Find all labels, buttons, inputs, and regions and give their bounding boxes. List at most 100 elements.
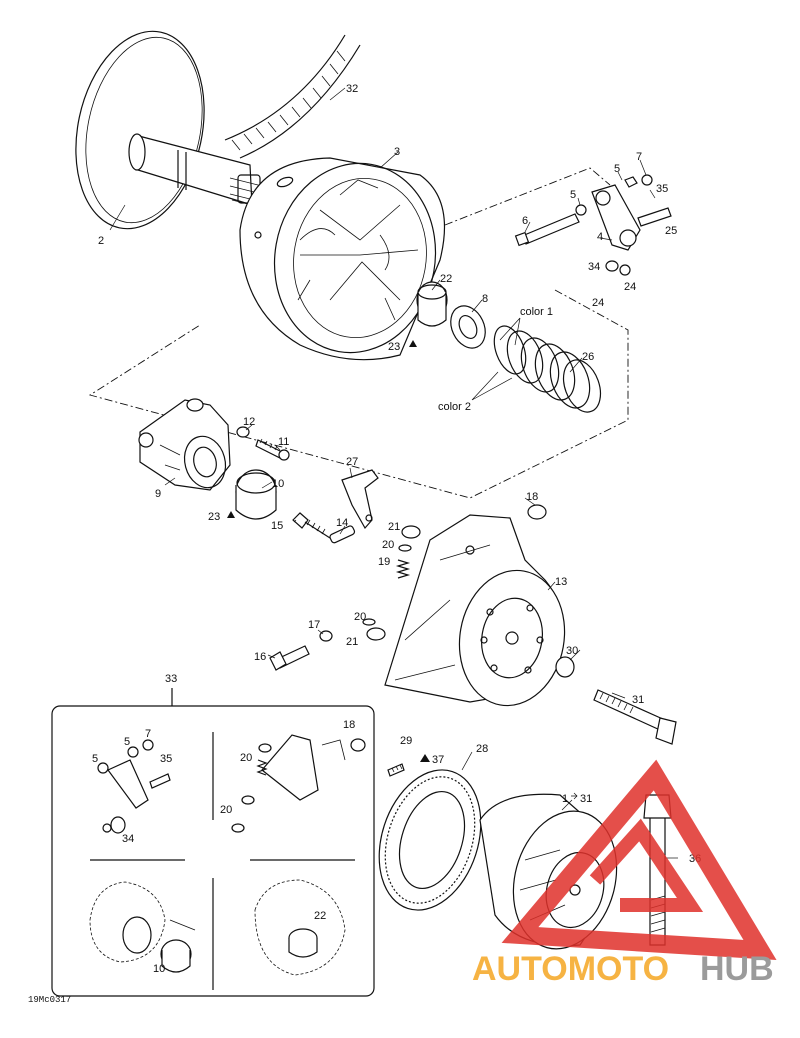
callout-13: 13 (555, 576, 567, 588)
washer-part-17 (319, 630, 333, 642)
callout-30: 30 (566, 645, 578, 657)
callout-14: 14 (336, 517, 348, 529)
callout-24b: 24 (624, 281, 636, 293)
callout-31a: 31 (632, 694, 644, 706)
callout-8: 8 (482, 293, 488, 305)
callout-labels: 2 32 3 5 7 5 35 6 4 25 34 24 24 22 8 23 … (28, 83, 701, 1005)
logo-word-automoto: AUTOMOTO (472, 950, 669, 988)
arrow-icon (571, 792, 578, 800)
callout-21b: 21 (346, 636, 358, 648)
boundary-line-mid (88, 289, 629, 499)
drawing-code: 19Mc0317 (28, 995, 71, 1005)
callout-29: 29 (400, 735, 412, 747)
callout-10a: 10 (272, 478, 284, 490)
washer-part-30 (555, 656, 575, 678)
washer-part-20-bottom (362, 618, 376, 626)
callout-2: 2 (98, 235, 104, 247)
callout-20a: 20 (382, 539, 394, 551)
callout-32: 32 (346, 83, 358, 95)
callout-33: 33 (165, 673, 177, 685)
roller-part-21-top (401, 525, 421, 539)
callout-7a: 7 (636, 151, 642, 163)
callout-34b: 34 (122, 833, 134, 845)
callout-27: 27 (346, 456, 358, 468)
callout-18a: 18 (526, 491, 538, 503)
leader-lines (109, 87, 678, 859)
logo-triangle-shape (501, 759, 777, 961)
pin-part-14 (329, 525, 356, 544)
washer-part-8 (450, 305, 486, 349)
logo-word-hub: HUB (700, 950, 774, 988)
callout-28: 28 (476, 743, 488, 755)
callout-37: 37 (432, 754, 444, 766)
callout-4: 4 (597, 231, 603, 243)
spring-part-19 (395, 559, 411, 579)
color-2-label: color 2 (438, 401, 471, 413)
callout-15: 15 (271, 520, 283, 532)
callout-5d: 5 (92, 753, 98, 765)
screw-part-11 (255, 438, 290, 461)
callout-17: 17 (308, 619, 320, 631)
callout-26: 26 (582, 351, 594, 363)
callout-24a: 24 (592, 297, 604, 309)
callout-3: 3 (394, 146, 400, 158)
drop-icon-23b (227, 511, 235, 518)
roller-part-21-bottom (366, 627, 386, 641)
fixed-half-part-13 (384, 514, 566, 707)
callout-16: 16 (254, 651, 266, 663)
leader-color1 (499, 317, 521, 346)
callout-23b: 23 (208, 511, 220, 523)
callout-20d: 20 (220, 804, 232, 816)
screw-part-15 (292, 512, 331, 539)
callout-12: 12 (243, 416, 255, 428)
callout-20c: 20 (240, 752, 252, 764)
callout-6: 6 (522, 215, 528, 227)
callout-1: 1 (562, 793, 568, 805)
sliding-sheave-part-3 (239, 157, 446, 361)
leader-color2 (471, 371, 513, 401)
drop-icon-23a (409, 340, 417, 347)
callout-22a: 22 (440, 273, 452, 285)
bushing-part-10 (235, 469, 277, 520)
boundary-line-upper (444, 167, 611, 226)
bolt-part-16 (269, 645, 310, 671)
callout-9: 9 (155, 488, 161, 500)
callout-34a: 34 (588, 261, 600, 273)
bolt-part-29 (387, 763, 405, 777)
inset-panel-33 (51, 688, 375, 997)
ring-gear-part-28 (378, 769, 482, 911)
callout-21a: 21 (388, 521, 400, 533)
callout-22b: 22 (314, 910, 326, 922)
color-1-label: color 1 (520, 306, 553, 318)
bolt-part-31 (593, 689, 677, 745)
callout-35b: 35 (160, 753, 172, 765)
callout-20b: 20 (354, 611, 366, 623)
nut-part-18 (527, 504, 547, 520)
roller-arm-assembly (514, 174, 672, 276)
callout-18b: 18 (343, 719, 355, 731)
callout-25: 25 (665, 225, 677, 237)
callout-35a: 35 (656, 183, 668, 195)
bushing-part-22 (416, 281, 448, 327)
callout-7b: 7 (145, 728, 151, 740)
callout-11: 11 (278, 436, 289, 448)
washer-part-12 (236, 426, 250, 438)
drive-belt-part-32 (224, 34, 361, 159)
governor-cup-part-9 (138, 398, 231, 491)
callout-5c: 5 (124, 736, 130, 748)
callout-19: 19 (378, 556, 390, 568)
callout-5b: 5 (570, 189, 576, 201)
washer-part-20-top (398, 544, 412, 552)
lever-part-27 (341, 469, 379, 530)
callout-5a: 5 (614, 163, 620, 175)
callout-23a: 23 (388, 341, 400, 353)
drop-icon-37 (420, 754, 430, 762)
callout-10b: 10 (153, 963, 165, 975)
logo-inner-shape (589, 818, 704, 912)
automotohub-logo: AUTOMOTO HUB (472, 759, 777, 988)
fixed-sheave-part-2 (75, 30, 263, 230)
callout-31b: 31 (580, 793, 592, 805)
spring-part-26 (493, 325, 602, 413)
